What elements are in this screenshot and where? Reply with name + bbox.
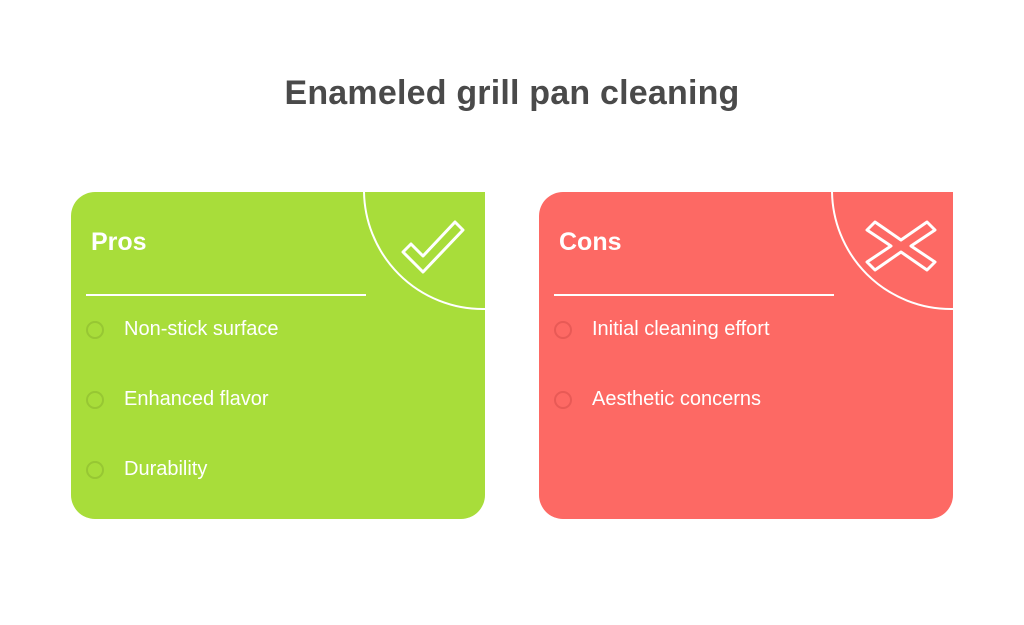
cons-item-text: Initial cleaning effort [592,318,770,340]
cons-title: Cons [559,228,622,256]
pros-item-text: Enhanced flavor [124,388,269,410]
pros-item-text: Non-stick surface [124,318,279,340]
bullet-circle [86,321,104,339]
bullet-circle [554,391,572,409]
bullet-circle [86,461,104,479]
bullet-circle [554,321,572,339]
list-item: Durability [71,454,485,519]
bullet-circle [86,391,104,409]
pros-item-text: Durability [124,458,208,480]
list-item: Aesthetic concerns [539,384,953,454]
list-item: Initial cleaning effort [539,314,953,384]
page-title: Enameled grill pan cleaning [284,74,740,112]
list-item: Non-stick surface [71,314,485,384]
cons-card: Cons Initial cleaning effort Aesthetic c… [539,192,953,519]
pros-title: Pros [91,228,147,256]
cons-item-text: Aesthetic concerns [592,388,761,410]
cons-divider [554,294,834,296]
cross-icon [865,220,937,272]
list-item: Enhanced flavor [71,384,485,454]
check-icon [401,220,465,274]
pros-list: Non-stick surface Enhanced flavor Durabi… [71,314,485,519]
pros-divider [86,294,366,296]
pros-card: Pros Non-stick surface Enhanced flavor D… [71,192,485,519]
cons-list: Initial cleaning effort Aesthetic concer… [539,314,953,454]
